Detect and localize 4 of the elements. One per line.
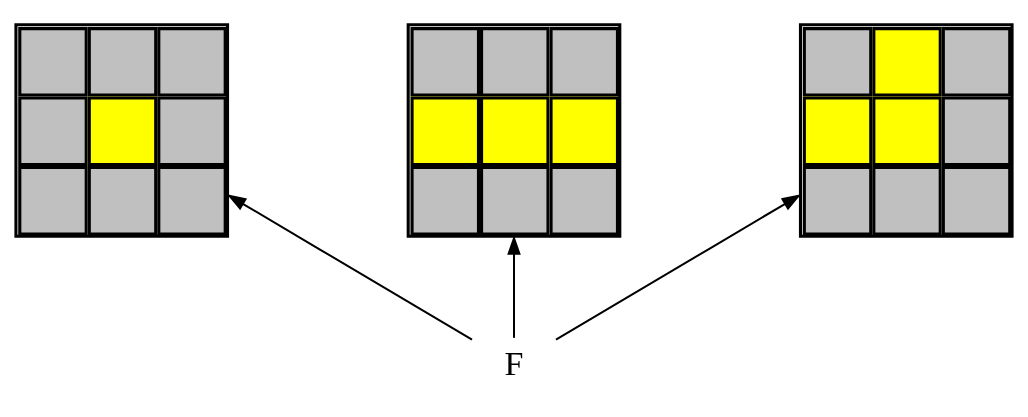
node-text: F xyxy=(504,344,524,382)
arrow xyxy=(507,235,521,338)
arrow xyxy=(226,194,473,341)
arrow xyxy=(555,194,802,341)
